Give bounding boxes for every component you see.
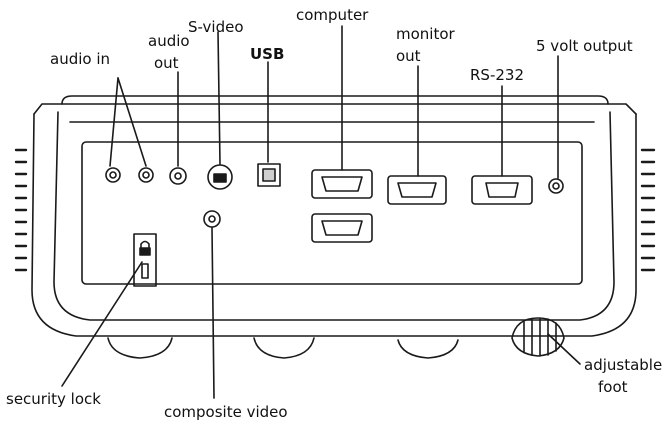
label-composite-video: composite video — [164, 403, 288, 421]
five-volt-jack — [548, 178, 564, 194]
label-audio-out-line1: audio — [148, 32, 190, 50]
label-adjustable-foot-line1: adjustable — [584, 356, 663, 374]
label-five-volt-output: 5 volt output — [536, 37, 633, 55]
label-computer: computer — [296, 6, 369, 24]
right-vents — [640, 148, 656, 272]
rs232-port — [471, 175, 533, 205]
label-adjustable-foot-line2: foot — [598, 378, 628, 396]
monitor-out-port — [387, 175, 447, 205]
label-s-video: S-video — [188, 18, 244, 36]
composite-video-jack — [203, 210, 221, 228]
label-rs232: RS-232 — [470, 66, 524, 84]
label-usb: USB — [250, 45, 285, 63]
left-vents — [14, 148, 28, 272]
audio-out-jack — [169, 167, 187, 185]
s-video-port — [207, 164, 233, 190]
security-lock-slot — [133, 233, 157, 287]
label-security-lock: security lock — [6, 390, 101, 408]
label-audio-out-line2: out — [154, 54, 179, 72]
label-monitor-out-line1: monitor — [396, 25, 455, 43]
label-monitor-out-line2: out — [396, 47, 421, 65]
leader-lines — [61, 25, 581, 399]
adjustable-foot-knob — [511, 317, 565, 357]
computer-ports — [311, 169, 373, 243]
label-audio-in: audio in — [50, 50, 111, 68]
usb-port — [257, 163, 281, 187]
audio-in-jacks — [105, 167, 154, 183]
connector-panel — [81, 141, 583, 285]
projector-body — [31, 95, 637, 337]
projector-feet — [107, 337, 459, 359]
